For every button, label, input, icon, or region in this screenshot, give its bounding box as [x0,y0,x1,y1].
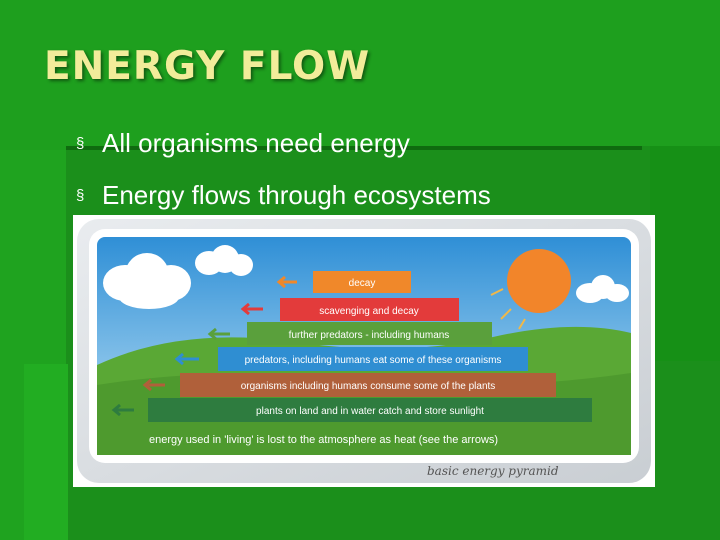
cloud-icon [576,275,629,303]
background-side-block [24,364,68,540]
figure-caption: basic energy pyramid [427,464,559,478]
sun-rays-icon [490,288,526,330]
arrow-left-icon [240,302,263,316]
pyramid-levels: decay scavenging and decay further preda… [148,271,592,422]
energy-pyramid-svg: decay scavenging and decay further preda… [73,215,655,487]
pyramid-level-predators [218,347,528,371]
bullet-text: Energy flows through ecosystems [102,179,491,210]
arrow-left-icon [174,352,199,366]
bullet-list: § All organisms need energy § Energy flo… [76,117,491,221]
pyramid-level-label: predators, including humans eat some of … [245,355,502,366]
arrow-left-icon [111,403,134,417]
cloud-icon [195,245,253,276]
pyramid-level-organisms [180,373,556,397]
pyramid-level-scavenging [280,298,459,321]
bullet-text: All organisms need energy [102,127,410,158]
pyramid-footer-text: energy used in 'living' is lost to the a… [149,434,498,446]
pyramid-level-plants [148,398,592,422]
bullet-item: § Energy flows through ecosystems [76,169,491,221]
background-band-top [0,0,720,150]
pyramid-level-decay [313,271,411,293]
arrow-left-icon [276,275,297,289]
pyramid-level-label: plants on land and in water catch and st… [256,406,484,417]
energy-pyramid-figure: decay scavenging and decay further preda… [73,215,655,487]
cloud-icon [103,253,191,309]
arrow-left-icon [207,327,230,341]
pyramid-level-label: decay [349,278,376,289]
background-right-block [650,146,720,361]
arrow-left-icon [142,378,165,392]
pyramid-level-label: organisms including humans consume some … [241,381,496,392]
pyramid-level-label: further predators - including humans [289,330,450,341]
pyramid-level-label: scavenging and decay [319,306,419,317]
bullet-marker-icon: § [76,134,85,152]
bullet-item: § All organisms need energy [76,117,491,169]
slide-title: ENERGY FLOW [44,44,371,89]
heat-arrows [111,275,297,417]
sun-icon [507,249,571,313]
background-strip [66,146,642,150]
bullet-marker-icon: § [76,186,85,204]
pyramid-level-further-predators [247,322,492,345]
